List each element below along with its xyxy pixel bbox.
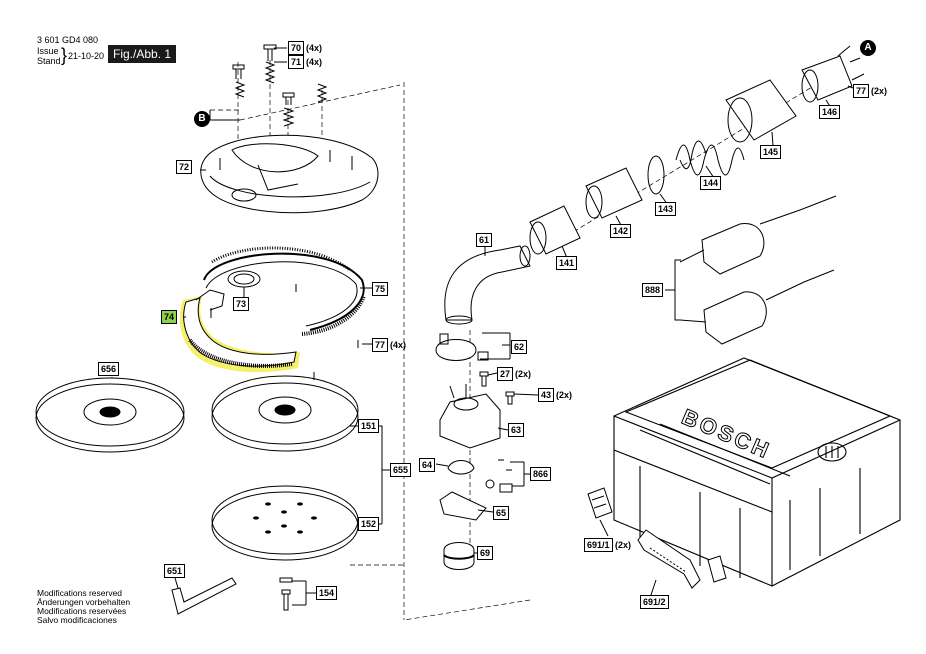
part-64-clip: [447, 460, 475, 475]
part-691-1-latch: [587, 487, 613, 519]
part-656-disc: [35, 377, 185, 447]
part-label-154: 154: [316, 586, 338, 600]
part-label-65: 65: [493, 506, 510, 520]
part-label-74: 74: [161, 310, 178, 324]
part-label-143: 143: [655, 202, 677, 216]
part-62-clamp: [435, 339, 477, 361]
part-651-hexkey: [171, 577, 237, 615]
modifications-fr: Modifications reservées: [37, 606, 127, 616]
screws-springs: [232, 44, 328, 127]
part-154-screw: [279, 577, 293, 611]
part-label-691-2: 691/2: [640, 595, 669, 609]
part-label-651: 651: [164, 564, 186, 578]
part-label-144: 144: [700, 176, 722, 190]
callout-b: B: [194, 111, 210, 127]
part-73-ring: [227, 270, 261, 288]
part-label-888: 888: [642, 283, 664, 297]
part-label-77-a: 77: [372, 338, 389, 352]
part-145-sleeve: [725, 79, 797, 141]
part-label-152: 152: [358, 517, 380, 531]
issue-date: 21-10-20: [68, 51, 105, 61]
part-qty-71: (4x): [306, 57, 323, 67]
carry-case: [613, 357, 901, 587]
part-label-142: 142: [610, 224, 632, 238]
part-label-691-1: 691/1: [584, 538, 613, 552]
part-label-71: 71: [288, 55, 305, 69]
part-label-70: 70: [288, 41, 305, 55]
part-label-145: 145: [760, 145, 782, 159]
assembly-axes: [210, 60, 841, 621]
figure-label: Fig./Abb. 1: [108, 45, 177, 63]
modifications-note: Modifications reserved Änderungen vorbeh…: [37, 589, 130, 625]
part-63-housing: [439, 393, 501, 449]
part-label-866: 866: [530, 467, 552, 481]
part-143-oring: [647, 155, 665, 195]
part-65-frame: [439, 491, 487, 521]
modifications-de: Änderungen vorbehalten: [37, 597, 131, 607]
part-888-lower: [703, 291, 767, 345]
part-label-146: 146: [819, 105, 841, 119]
issue-label: Issue: [37, 46, 59, 56]
part-141-tube: [529, 205, 581, 255]
part-label-655: 655: [390, 463, 412, 477]
part-label-62: 62: [511, 340, 528, 354]
part-qty-691-1: (2x): [615, 540, 632, 550]
part-label-61: 61: [476, 233, 493, 247]
brace: }: [61, 45, 68, 65]
part-144-spring: [675, 144, 745, 176]
part-151-disc: [211, 375, 359, 445]
part-label-656: 656: [98, 362, 120, 376]
part-142-tube: [585, 167, 643, 219]
part-label-64: 64: [419, 458, 436, 472]
stand-label: Stand: [37, 56, 61, 66]
part-label-72: 72: [176, 160, 193, 174]
part-qty-77-a: (4x): [390, 340, 407, 350]
part-label-141: 141: [556, 256, 578, 270]
part-label-27: 27: [497, 367, 514, 381]
part-label-69: 69: [477, 546, 494, 560]
part-69-bellows: [443, 542, 475, 570]
part-72-cover: [200, 134, 379, 214]
part-152-pad: [211, 485, 359, 555]
part-label-63: 63: [508, 423, 525, 437]
callout-a: A: [860, 40, 876, 56]
part-qty-27: (2x): [515, 369, 532, 379]
part-label-77-b: 77: [853, 84, 870, 98]
part-61-elbow: [444, 245, 531, 321]
part-label-43: 43: [538, 388, 555, 402]
part-qty-43: (2x): [556, 390, 573, 400]
part-label-73: 73: [233, 297, 250, 311]
modifications-en: Modifications reserved: [37, 588, 123, 598]
part-qty-77-b: (2x): [871, 86, 888, 96]
part-146-connector: [801, 55, 853, 101]
part-75-ring: [203, 252, 365, 331]
part-691-2-handle: [637, 529, 701, 589]
modifications-es: Salvo modificaciones: [37, 615, 117, 625]
part-label-151: 151: [358, 419, 380, 433]
part-qty-70: (4x): [306, 43, 323, 53]
part-888-upper: [701, 223, 765, 275]
part-label-75: 75: [372, 282, 389, 296]
doc-number: 3 601 GD4 080: [37, 35, 99, 45]
